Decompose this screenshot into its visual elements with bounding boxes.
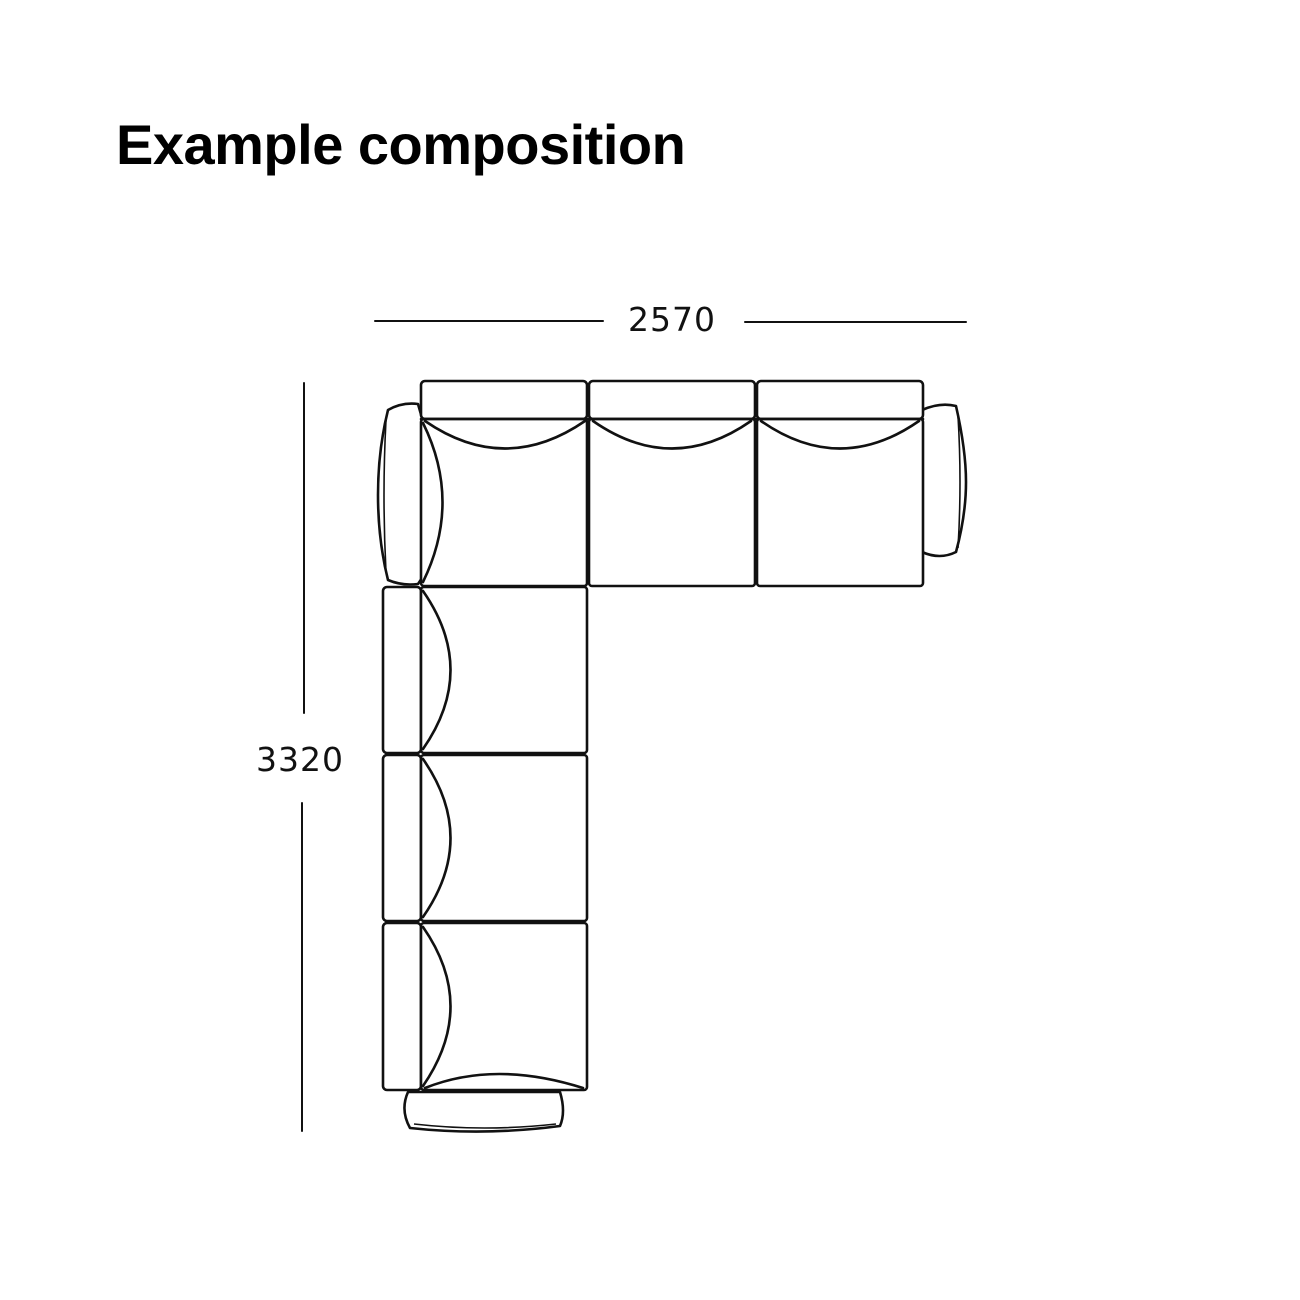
left-seat-module-3 <box>381 921 589 1092</box>
left-seat-module-1 <box>381 585 589 755</box>
width-dimension-line <box>374 320 967 323</box>
depth-dimension-line <box>301 382 305 1132</box>
top-seat-module-1 <box>419 379 589 588</box>
armrest-bottom <box>403 1090 565 1133</box>
top-seat-module-2 <box>587 379 757 588</box>
left-seat-module-2 <box>381 753 589 923</box>
width-dimension-label: 2570 <box>628 300 716 339</box>
page-title: Example composition <box>116 113 686 176</box>
depth-dimension-label: 3320 <box>256 740 344 779</box>
top-seat-module-3 <box>755 379 925 588</box>
armrest-top-left <box>376 402 424 586</box>
